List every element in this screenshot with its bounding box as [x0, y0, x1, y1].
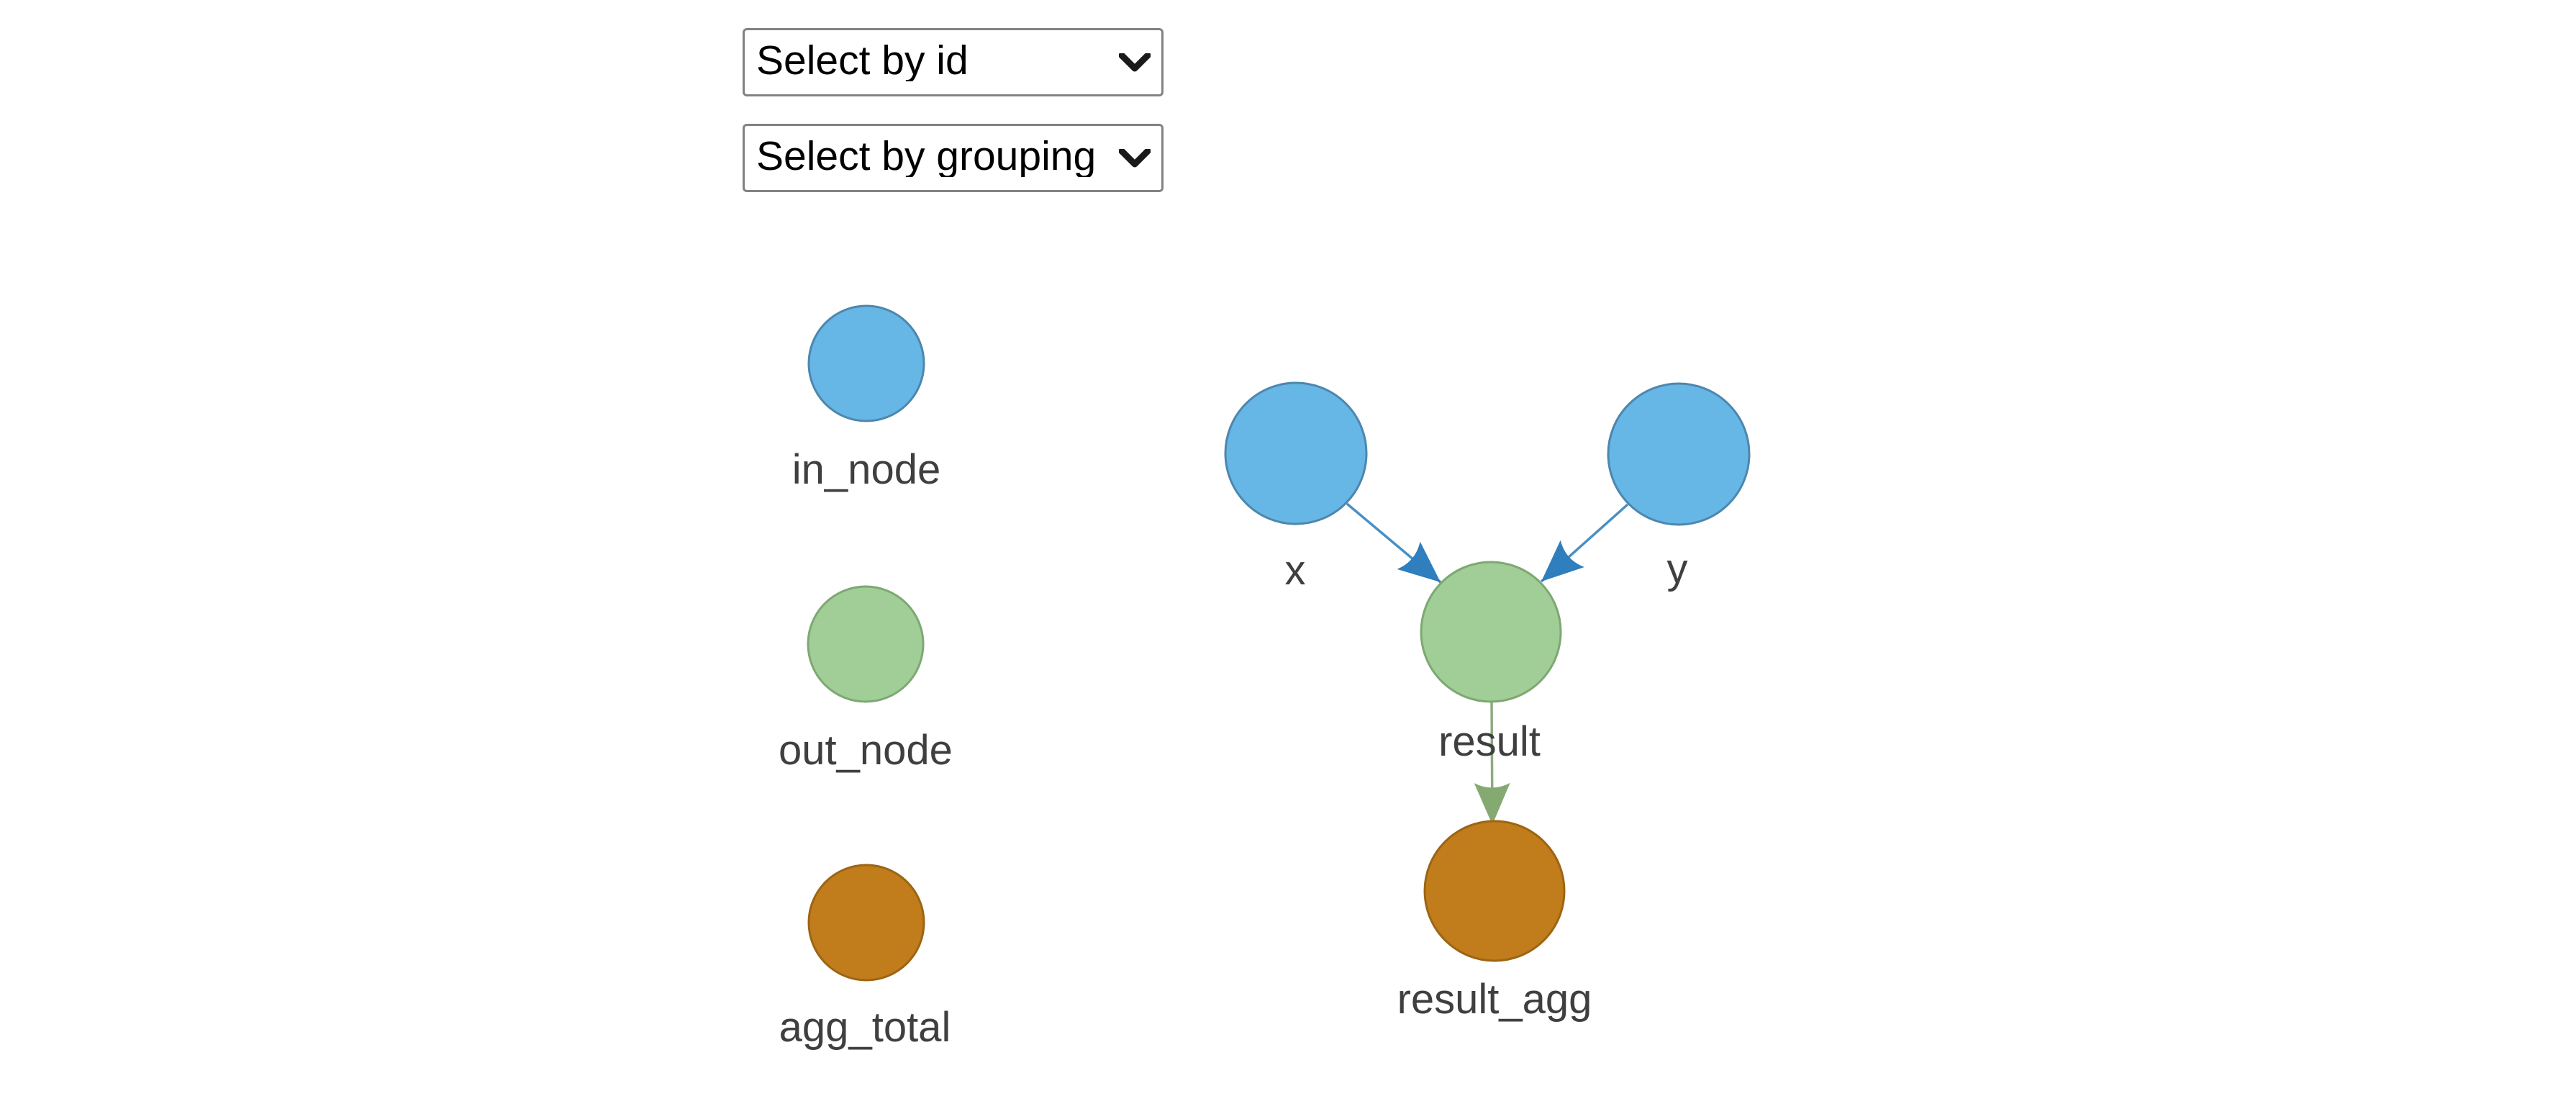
legend-node-in_node	[807, 304, 925, 422]
legend: in_node out_node agg_total	[779, 304, 953, 1051]
legend-node-agg_total	[807, 864, 925, 982]
select-by-grouping-wrapper: Select by grouping	[743, 124, 1164, 192]
legend-label-out_node: out_node	[779, 727, 953, 774]
legend-label-agg_total: agg_total	[779, 1004, 951, 1051]
edge-x-result	[1346, 502, 1442, 584]
graph-node-result_agg[interactable]	[1423, 820, 1566, 962]
edge-y-result	[1540, 503, 1629, 583]
graph-node-result[interactable]	[1420, 561, 1562, 703]
graph-node-x[interactable]	[1224, 381, 1368, 525]
network: x y result result_agg	[1224, 381, 1751, 1023]
select-by-grouping-dropdown[interactable]: Select by grouping	[743, 124, 1164, 192]
graph-node-y[interactable]	[1607, 382, 1751, 526]
legend-node-out_node	[807, 585, 925, 703]
graph-node-label-result_agg: result_agg	[1397, 976, 1592, 1023]
select-by-id-wrapper: Select by id	[743, 28, 1164, 96]
graph-node-label-y: y	[1667, 546, 1688, 592]
legend-label-in_node: in_node	[792, 446, 940, 493]
graph-node-label-x: x	[1285, 547, 1306, 594]
graph-node-label-result: result	[1438, 718, 1541, 765]
select-by-id-dropdown[interactable]: Select by id	[743, 28, 1164, 96]
